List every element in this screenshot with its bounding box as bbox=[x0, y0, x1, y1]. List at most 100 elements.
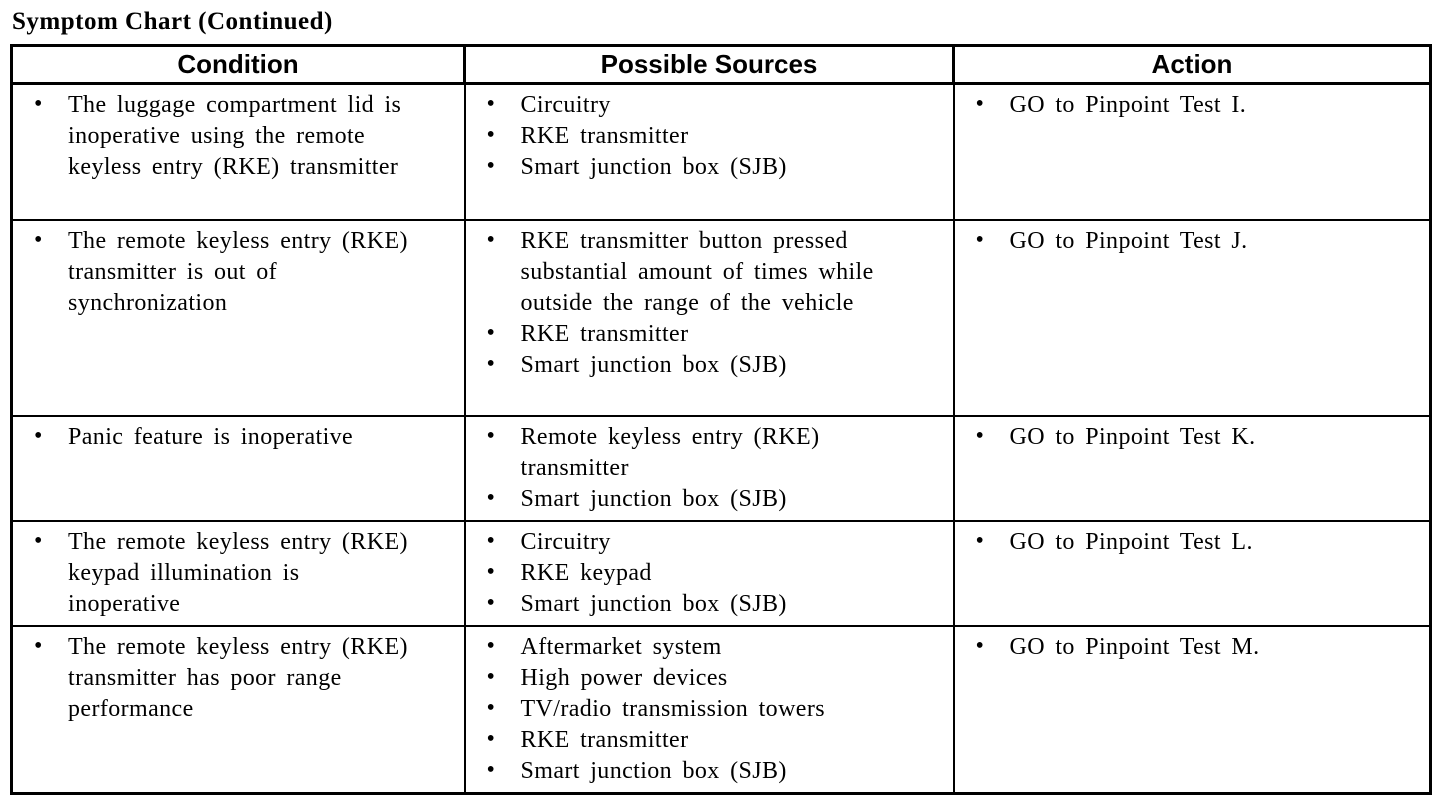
condition-cell: • The remote keyless entry (RKE) transmit… bbox=[10, 218, 466, 417]
condition-cell: • The remote keyless entry (RKE) keypad i… bbox=[10, 519, 466, 627]
list-item: • Smart junction box (SJB) bbox=[466, 152, 911, 183]
symptom-chart-table: Condition Possible Sources Action • The l… bbox=[10, 44, 1432, 795]
list-item-text: GO to Pinpoint Test L. bbox=[1009, 528, 1253, 555]
possible-sources-cell: • Circuitry • RKE transmitter • Smart junct… bbox=[463, 82, 955, 221]
bullet-icon: • bbox=[34, 527, 43, 554]
action-cell: •GO to Pinpoint Test M. bbox=[952, 624, 1432, 794]
list-item-text: GO to Pinpoint Test K. bbox=[1009, 423, 1256, 450]
list-item-text: Aftermarket system bbox=[520, 633, 722, 660]
bullet-icon: • bbox=[34, 422, 43, 449]
bullet-icon: • bbox=[975, 91, 985, 117]
list-item-text: Smart junction box (SJB) bbox=[520, 154, 787, 180]
list-item: • Smart junction box (SJB) bbox=[466, 756, 911, 787]
bullet-icon: • bbox=[486, 589, 496, 616]
bullet-icon: • bbox=[34, 226, 43, 253]
list-item-text: The remote keyless entry (RKE) keypad il… bbox=[68, 528, 408, 617]
table-row: • The luggage compartment lid is inoperat… bbox=[10, 82, 1432, 221]
list-item-text: The luggage compartment lid is inoperati… bbox=[68, 92, 402, 180]
list-item: • Smart junction box (SJB) bbox=[466, 350, 911, 381]
list-item-text: High power devices bbox=[520, 664, 728, 691]
bullet-icon: • bbox=[486, 663, 496, 690]
list-item: • The luggage compartment lid is inoperat… bbox=[13, 90, 422, 183]
list-item-text: Smart junction box (SJB) bbox=[520, 757, 787, 784]
bullet-icon: • bbox=[486, 725, 496, 752]
list-item-text: Circuitry bbox=[520, 92, 611, 118]
bullet-icon: • bbox=[486, 91, 496, 117]
list-item-text: GO to Pinpoint Test J. bbox=[1009, 227, 1248, 254]
list-item: •GO to Pinpoint Test M. bbox=[955, 632, 1388, 663]
list-item: • GO to Pinpoint Test K. bbox=[955, 422, 1388, 453]
action-cell: • GO to Pinpoint Test J. bbox=[952, 218, 1432, 417]
possible-sources-cell: •Remote keyless entry (RKE) transmitter … bbox=[463, 414, 955, 522]
bullet-icon: • bbox=[975, 632, 985, 659]
list-item: • Smart junction box (SJB) bbox=[466, 589, 911, 620]
list-item: • GO to Pinpoint Test I. bbox=[955, 90, 1388, 121]
table-header-row: Condition Possible Sources Action bbox=[10, 44, 1432, 85]
list-item: • Circuitry bbox=[466, 90, 911, 121]
bullet-icon: • bbox=[486, 632, 496, 659]
list-item-text: The remote keyless entry (RKE) transmitt… bbox=[68, 633, 408, 722]
list-item-text: Smart junction box (SJB) bbox=[520, 351, 787, 378]
list-item-text: Smart junction box (SJB) bbox=[520, 485, 787, 512]
action-cell: • GO to Pinpoint Test L. bbox=[952, 519, 1432, 627]
list-item-text: Panic feature is inoperative bbox=[68, 423, 354, 450]
list-item: • RKE transmitter bbox=[466, 319, 911, 350]
list-item-text: GO to Pinpoint Test I. bbox=[1009, 92, 1247, 118]
list-item-text: Remote keyless entry (RKE) transmitter bbox=[520, 423, 820, 481]
table-row: • The remote keyless entry (RKE) keypad i… bbox=[10, 519, 1432, 627]
list-item-text: The remote keyless entry (RKE) transmitt… bbox=[68, 227, 408, 316]
bullet-icon: • bbox=[486, 122, 496, 148]
column-header-possible-sources: Possible Sources bbox=[463, 44, 955, 85]
bullet-icon: • bbox=[975, 226, 985, 253]
list-item: • High power devices bbox=[466, 663, 911, 694]
list-item-text: TV/radio transmission towers bbox=[520, 695, 825, 722]
condition-cell: • The remote keyless entry (RKE) transmit… bbox=[10, 624, 466, 794]
list-item: • Panic feature is inoperative bbox=[13, 422, 422, 453]
table-row: • The remote keyless entry (RKE) transmit… bbox=[10, 218, 1432, 417]
list-item: • The remote keyless entry (RKE) keypad i… bbox=[13, 527, 422, 620]
bullet-icon: • bbox=[34, 632, 43, 659]
list-item: •Remote keyless entry (RKE) transmitter bbox=[466, 422, 911, 484]
bullet-icon: • bbox=[486, 226, 496, 253]
bullet-icon: • bbox=[975, 422, 985, 449]
list-item-text: RKE transmitter button pressed substanti… bbox=[520, 227, 874, 316]
column-header-action: Action bbox=[952, 44, 1432, 85]
bullet-icon: • bbox=[486, 756, 496, 783]
list-item: • Circuitry bbox=[466, 527, 911, 558]
table-row: •Panic feature is inoperative •Remote ke… bbox=[10, 414, 1432, 522]
action-cell: • GO to Pinpoint Test I. bbox=[952, 82, 1432, 221]
table-row: • The remote keyless entry (RKE) transmit… bbox=[10, 624, 1432, 794]
bullet-icon: • bbox=[486, 319, 496, 346]
list-item: • RKE transmitter button pressed substant… bbox=[466, 226, 911, 319]
list-item-text: RKE transmitter bbox=[520, 320, 689, 347]
condition-cell: • Panic feature is inoperative bbox=[10, 414, 466, 522]
condition-cell: • The luggage compartment lid is inoperat… bbox=[10, 82, 466, 221]
list-item: • RKE transmitter bbox=[466, 121, 911, 152]
bullet-icon: • bbox=[486, 694, 496, 721]
bullet-icon: • bbox=[486, 558, 496, 585]
list-item: • GO to Pinpoint Test J. bbox=[955, 226, 1388, 257]
list-item-text: Smart junction box (SJB) bbox=[520, 590, 787, 617]
list-item: • GO to Pinpoint Test L. bbox=[955, 527, 1388, 558]
list-item-text: RKE transmitter bbox=[520, 123, 689, 149]
list-item: • Aftermarket system bbox=[466, 632, 911, 663]
bullet-icon: • bbox=[34, 91, 43, 117]
bullet-icon: • bbox=[486, 153, 496, 179]
column-header-condition: Condition bbox=[10, 44, 466, 85]
action-cell: • GO to Pinpoint Test K. bbox=[952, 414, 1432, 522]
possible-sources-cell: •Aftermarket system •High power devices … bbox=[463, 624, 955, 794]
list-item: • TV/radio transmission towers bbox=[466, 694, 911, 725]
list-item: • The remote keyless entry (RKE) transmit… bbox=[13, 632, 422, 725]
list-item: • RKE transmitter bbox=[466, 725, 911, 756]
list-item-text: RKE transmitter bbox=[520, 726, 689, 753]
list-item: • The remote keyless entry (RKE) transmit… bbox=[13, 226, 422, 319]
list-item: • Smart junction box (SJB) bbox=[466, 484, 911, 515]
bullet-icon: • bbox=[975, 527, 985, 554]
possible-sources-cell: •Circuitry •RKE keypad •Smart junction b… bbox=[463, 519, 955, 627]
list-item-text: Circuitry bbox=[520, 528, 611, 555]
possible-sources-cell: • RKE transmitter button pressed substant… bbox=[463, 218, 955, 417]
bullet-icon: • bbox=[486, 484, 496, 511]
bullet-icon: • bbox=[486, 527, 496, 554]
bullet-icon: • bbox=[486, 350, 496, 377]
